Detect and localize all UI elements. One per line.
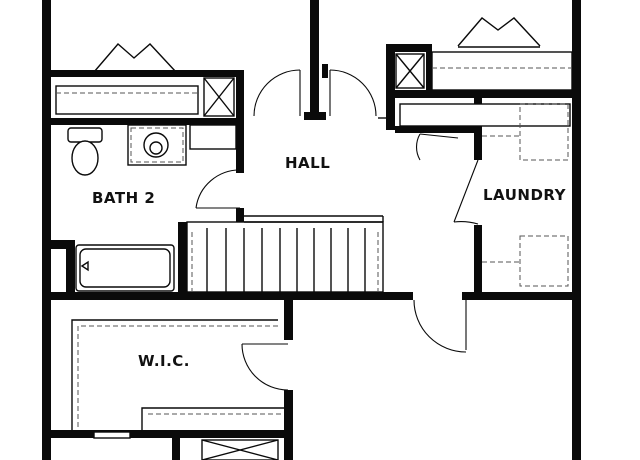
tub-side-wall — [51, 240, 75, 249]
room-label-laundry: LAUNDRY — [483, 186, 567, 204]
top-left-wall-stub — [42, 0, 51, 8]
wic-door-arc — [241, 343, 289, 391]
right-exterior-wall-lower — [572, 300, 581, 460]
left-exterior-wall — [42, 0, 51, 460]
right-bifold-door — [457, 17, 541, 47]
room-labels: HALL BATH 2 LAUNDRY W.I.C. — [92, 154, 567, 370]
toilet-bowl — [71, 140, 99, 176]
bath-bottom-wall — [51, 292, 413, 300]
right-closet-divider — [426, 44, 432, 96]
sink-drain — [149, 141, 163, 155]
closet-shelves — [55, 51, 573, 127]
bath-fixtures — [67, 124, 237, 292]
right-exterior-wall — [572, 0, 581, 300]
laundry-bottom-wall — [474, 292, 580, 300]
room-label-hall: HALL — [285, 154, 330, 172]
hall-door-right-arc — [329, 69, 377, 117]
room-label-bath: BATH 2 — [92, 189, 155, 207]
right-closet-top-wall — [386, 44, 432, 52]
toilet-tank — [67, 127, 103, 143]
laundry-closet-door-arc — [416, 133, 421, 161]
bathtub — [75, 244, 175, 292]
laundry-shelf — [399, 103, 571, 127]
laundry-appliances — [482, 103, 569, 287]
laundry-left-wall-upper — [474, 98, 482, 160]
bath-right-wall-lower — [236, 208, 244, 230]
right-closet-shelf — [431, 51, 573, 91]
dryer-outline — [519, 235, 569, 287]
lower-linen-x2 — [201, 439, 279, 460]
lower-closet — [201, 439, 279, 460]
stair-outline — [186, 221, 384, 293]
bath-top-wall — [51, 118, 244, 125]
tub-faucet — [80, 260, 89, 272]
sink-basin — [143, 132, 169, 158]
wic-shelf-outer — [71, 319, 278, 430]
wic-shelf-rod — [77, 325, 278, 430]
bath-door-arc — [195, 169, 241, 209]
left-bifold-door — [93, 43, 177, 73]
right-closet-left-wall — [386, 44, 395, 130]
bifold-doors — [93, 17, 541, 74]
hall-door-left-arc — [253, 69, 301, 117]
hall-lower-door-arc — [413, 299, 467, 353]
bath-side-cabinet — [189, 124, 237, 150]
wic-right-wall-upper — [284, 300, 293, 340]
bottom-closet-left-wall — [172, 430, 180, 460]
wic-shelving — [71, 319, 284, 439]
right-linen-x2 — [395, 53, 425, 89]
bath-right-wall-upper — [236, 118, 244, 173]
hall-top-wall-left — [310, 0, 319, 118]
hall-top-wall-stub — [322, 64, 328, 78]
tub-end-wall — [66, 240, 75, 298]
door-swings — [195, 69, 479, 391]
hall-right-jamb — [462, 292, 474, 300]
laundry-door-leaf — [453, 159, 479, 223]
bathtub-basin — [79, 248, 171, 288]
washer-outline — [519, 103, 569, 161]
laundry-door-arc — [453, 221, 479, 225]
staircase — [186, 215, 384, 293]
stair-left-wall — [178, 222, 187, 300]
vanity-edge — [130, 127, 184, 163]
laundry-left-wall-lower — [474, 225, 482, 300]
wic-right-wall-lower — [284, 390, 293, 460]
left-closet-shelf — [55, 85, 199, 115]
wic-threshold — [93, 431, 131, 439]
left-linen-x2 — [203, 77, 235, 117]
room-label-wic: W.I.C. — [138, 352, 190, 370]
hall-top-wall-cap — [304, 112, 326, 120]
laundry-closet-door-leaf — [419, 133, 459, 139]
wic-bottom-shelf — [141, 407, 284, 430]
laundry-top-wall — [395, 126, 480, 133]
left-closet-right-wall — [236, 70, 244, 124]
right-closet-shelf-wall — [386, 90, 576, 98]
